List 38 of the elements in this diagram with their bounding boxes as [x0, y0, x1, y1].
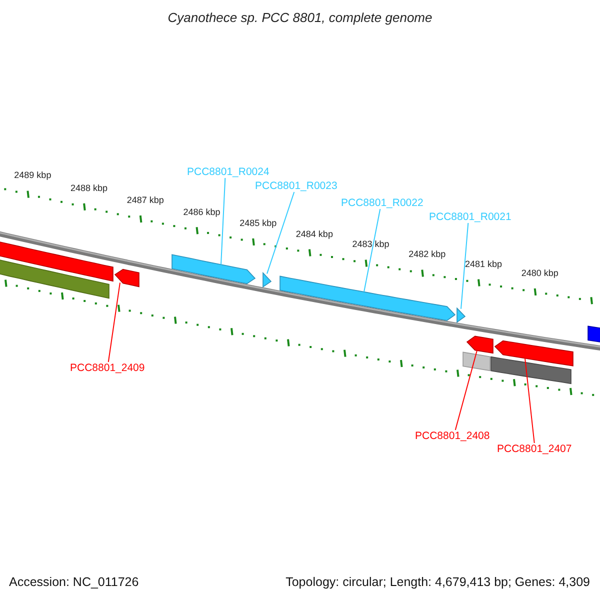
- gene-block: [466, 336, 494, 354]
- position-label: 2489 kbp: [14, 170, 52, 182]
- gene-block: [172, 254, 256, 284]
- leader-line: [266, 192, 295, 274]
- position-label: 2483 kbp: [352, 239, 390, 250]
- gene-bar: [0, 257, 110, 299]
- gene-bar: [588, 326, 600, 344]
- leader-line: [220, 178, 226, 266]
- gene-bar: [490, 356, 572, 384]
- position-label: 2481 kbp: [464, 258, 502, 270]
- position-label: 2487 kbp: [126, 194, 164, 206]
- gene-label: PCC8801_2407: [497, 443, 572, 455]
- gene-bar: [462, 352, 490, 372]
- gene-label: PCC8801_R0022: [341, 197, 424, 209]
- gene-bar: [0, 239, 114, 282]
- gene-label: PCC8801_2409: [70, 362, 145, 374]
- gene-label: PCC8801_2408: [415, 430, 490, 442]
- gene-label: PCC8801_R0021: [429, 211, 512, 223]
- leader-line: [460, 222, 469, 310]
- map-title: Cyanothece sp. PCC 8801, complete genome: [168, 10, 432, 25]
- accession-text: Accession: NC_011726: [9, 575, 139, 589]
- position-label: 2480 kbp: [521, 268, 558, 279]
- position-label: 2486 kbp: [183, 206, 220, 218]
- genome-stats-text: Topology: circular; Length: 4,679,413 bp; Genes: 4,309: [286, 575, 590, 589]
- gene-label: PCC8801_R0023: [255, 180, 338, 192]
- gene-block: [494, 340, 574, 366]
- position-label: 2488 kbp: [70, 182, 108, 194]
- leader-line: [454, 350, 478, 430]
- gene-block: [280, 276, 456, 321]
- leader-line: [108, 282, 120, 362]
- leader-line: [364, 208, 381, 292]
- position-label: 2485 kbp: [240, 218, 277, 229]
- gene-block: [262, 272, 272, 288]
- position-label: 2482 kbp: [408, 249, 446, 260]
- position-label: 2484 kbp: [296, 228, 333, 240]
- leader-line: [524, 358, 535, 444]
- gene-label: PCC8801_R0024: [187, 166, 270, 178]
- gene-block: [114, 268, 140, 288]
